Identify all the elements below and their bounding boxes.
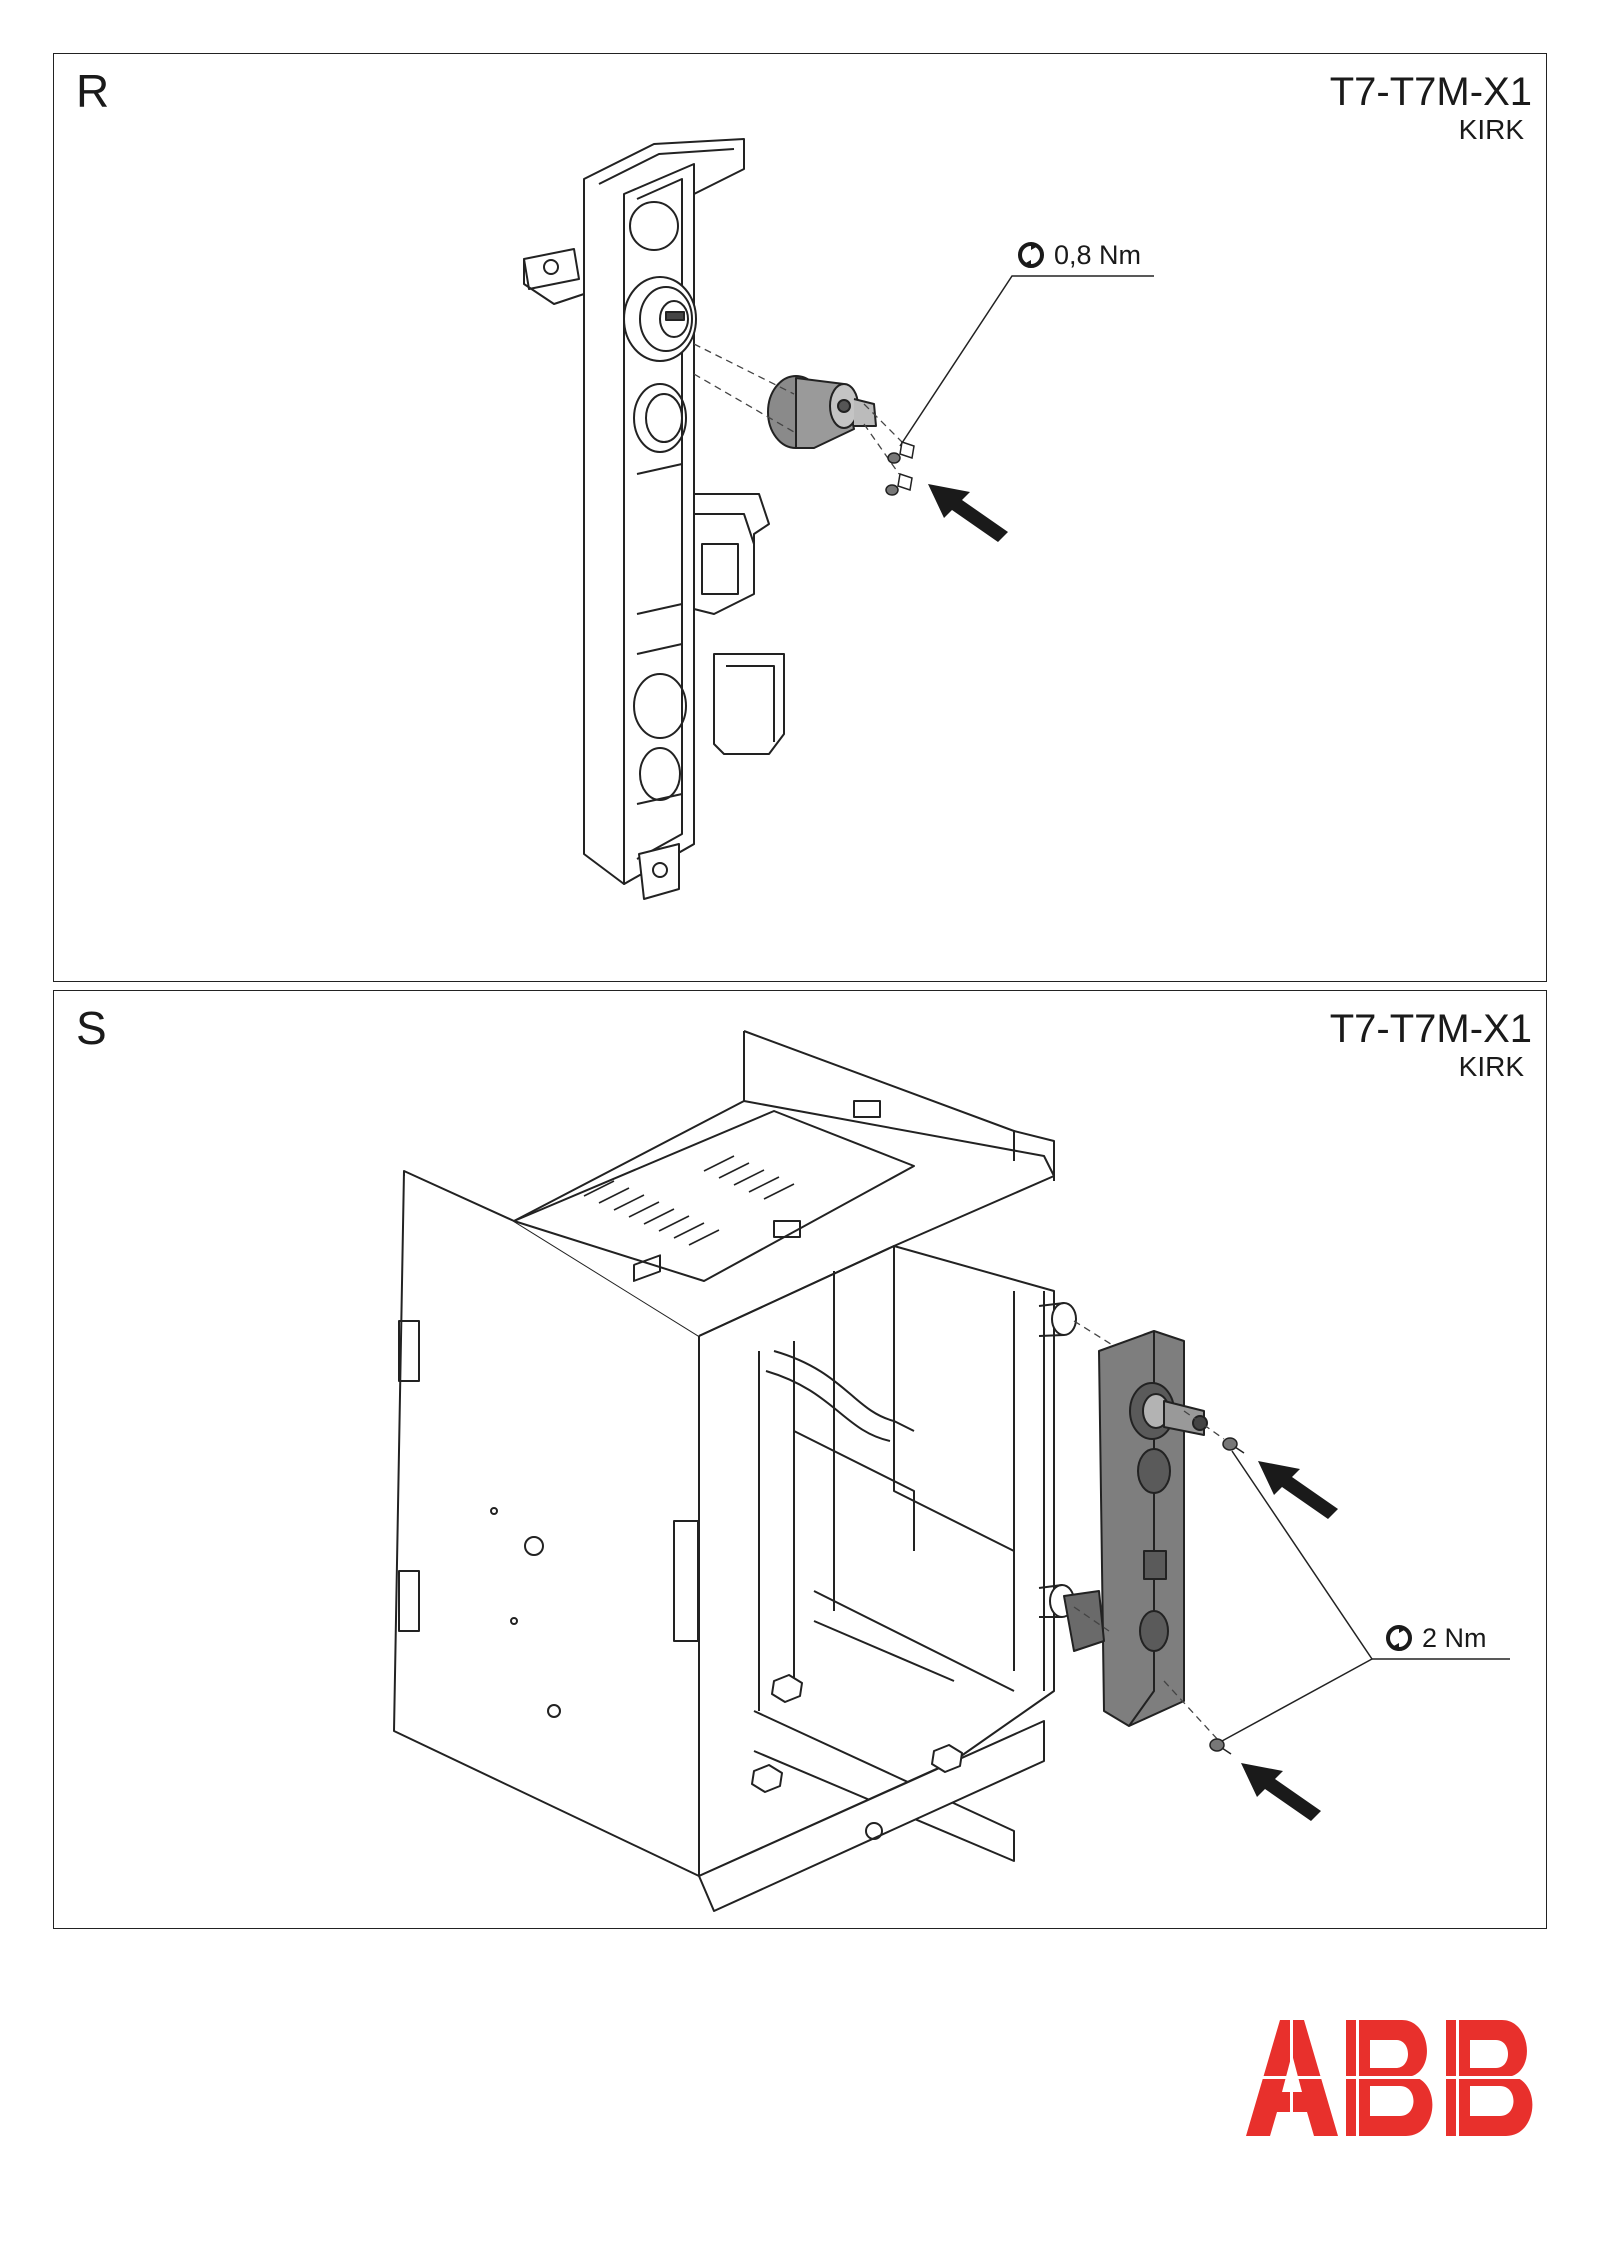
- torque-spec: 2 Nm: [1384, 1623, 1487, 1653]
- panel-r: R T7-T7M-X1 KIRK: [53, 53, 1547, 982]
- circuit-breaker-frame-drawing: [393, 1030, 1510, 1912]
- panel-letter: S: [76, 1002, 107, 1054]
- insert-direction-arrow-icon: [928, 484, 1008, 542]
- insert-direction-arrow-icon: [1258, 1461, 1338, 1519]
- panel-interlock: KIRK: [1458, 1051, 1524, 1082]
- panel-s: S T7-T7M-X1 KIRK: [53, 990, 1547, 1929]
- kirk-lock-bracket-drawing: [523, 138, 1154, 900]
- torque-spec: 0,8 Nm: [1016, 240, 1141, 270]
- torque-wrench-icon: [1018, 242, 1044, 268]
- panel-model: T7-T7M-X1: [1329, 70, 1532, 114]
- panel-letter: R: [76, 65, 110, 117]
- panel-model: T7-T7M-X1: [1329, 1007, 1532, 1051]
- abb-logo: [1246, 2020, 1542, 2136]
- torque-value: 2 Nm: [1422, 1622, 1487, 1653]
- torque-wrench-icon: [1386, 1625, 1412, 1651]
- insert-direction-arrow-icon: [1241, 1763, 1321, 1821]
- panel-interlock: KIRK: [1458, 114, 1524, 145]
- torque-value: 0,8 Nm: [1054, 239, 1142, 270]
